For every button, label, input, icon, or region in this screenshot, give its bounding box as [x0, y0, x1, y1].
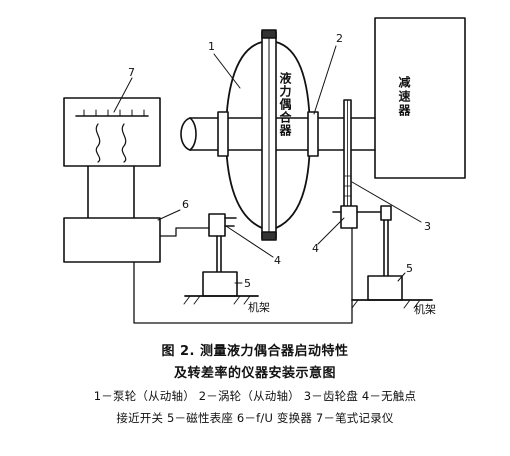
frame: [183, 295, 433, 309]
signal-wiring: [133, 227, 353, 324]
coupling-text: 液力偶合器: [278, 71, 292, 137]
frame-label-left: 机架: [248, 300, 270, 314]
callout-4-left: 4: [274, 254, 281, 267]
reducer-box: [374, 17, 466, 179]
callout-6: 6: [182, 198, 189, 211]
figure-legend-line-1: 1－泵轮（从动轴） 2－涡轮（从动轴） 3－齿轮盘 4－无触点: [93, 389, 417, 403]
proximity-switch-left: [208, 213, 237, 273]
callout-5-left: 5: [244, 277, 251, 290]
figure-legend-line-2: 接近开关 5－磁性表座 6－f/U 变换器 7－笔式记录仪: [116, 411, 394, 425]
fluid-coupling: [217, 29, 319, 241]
callout-5-right: 5: [406, 262, 413, 275]
callout-1: 1: [208, 40, 215, 53]
diagram: 液力偶合器 减速器 机架 机架 1 2 3 4 4 5 5 6 7: [63, 17, 466, 324]
callout-2: 2: [336, 32, 343, 45]
frame-label-right: 机架: [414, 302, 436, 316]
callout-7: 7: [128, 66, 135, 79]
proximity-switch-right: [332, 205, 392, 277]
magnetic-base-right: [367, 275, 403, 301]
gear-disc: [343, 99, 352, 211]
callout-4-right: 4: [312, 242, 319, 255]
pen-recorder: [63, 97, 161, 167]
leader-lines: [113, 45, 422, 284]
recorder-connector: [87, 165, 135, 219]
figure-subtitle: 及转差率的仪器安装示意图: [173, 366, 336, 381]
figure-title: 图 2. 测量液力偶合器启动特性: [161, 344, 349, 359]
reducer-text: 减速器: [397, 75, 411, 118]
fu-converter: [63, 217, 161, 263]
callout-3: 3: [424, 220, 431, 233]
magnetic-base-left: [202, 271, 238, 297]
